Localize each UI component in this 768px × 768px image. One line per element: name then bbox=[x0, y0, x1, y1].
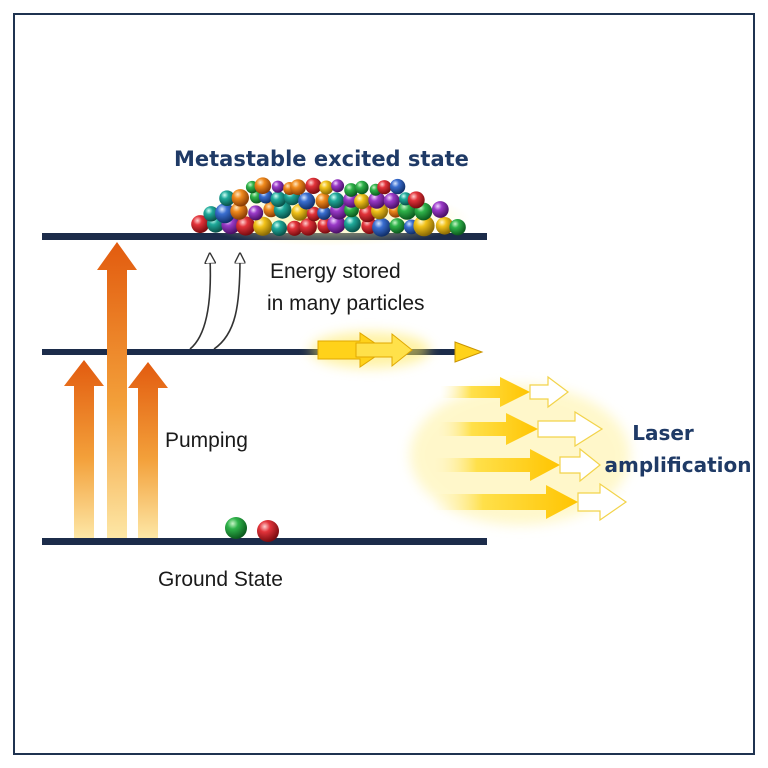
glowing-arrow-icon bbox=[440, 375, 569, 409]
glowing-arrow-icon bbox=[436, 410, 604, 448]
sphere-icon bbox=[306, 206, 322, 222]
sphere-icon bbox=[317, 206, 331, 220]
intermediate-level-line bbox=[42, 349, 472, 355]
sphere-icon bbox=[354, 193, 370, 210]
laser-amplification-label-line2: amplification bbox=[605, 453, 752, 477]
stimulated-emission-arrow bbox=[310, 332, 484, 368]
sphere-icon bbox=[389, 178, 406, 195]
sphere-icon bbox=[413, 215, 435, 237]
glowing-arrow-icon bbox=[432, 482, 628, 522]
sphere-icon bbox=[435, 217, 454, 235]
sphere-icon bbox=[368, 191, 386, 209]
sphere-icon bbox=[270, 191, 287, 207]
sphere-icon bbox=[389, 218, 405, 234]
thin-curved-arrow-icon bbox=[189, 258, 210, 350]
laser-beams bbox=[410, 375, 630, 525]
upward-arrow-icon bbox=[97, 242, 137, 538]
sphere-icon bbox=[328, 192, 345, 209]
laser-amplification-label-line1: Laser bbox=[632, 421, 694, 445]
sphere-icon bbox=[331, 179, 345, 193]
thin-curved-arrow-icon bbox=[213, 258, 240, 350]
sphere-icon bbox=[203, 206, 219, 222]
sphere-icon bbox=[191, 215, 210, 234]
glowing-arrow-icon bbox=[454, 341, 484, 363]
sphere-icon bbox=[254, 177, 272, 194]
sphere-icon bbox=[215, 203, 235, 224]
energy-stored-label-line2: in many particles bbox=[267, 292, 425, 315]
ground-state-label: Ground State bbox=[158, 568, 283, 591]
sphere-icon bbox=[299, 218, 317, 236]
sphere-icon bbox=[248, 205, 264, 221]
sphere-icon bbox=[290, 179, 306, 196]
sphere-icon bbox=[449, 219, 466, 236]
pumping-label: Pumping bbox=[165, 429, 248, 452]
sphere-icon bbox=[327, 215, 346, 234]
sphere-icon bbox=[355, 180, 369, 195]
ground-particle-red bbox=[257, 520, 279, 542]
sphere-icon bbox=[372, 217, 391, 237]
energy-stored-label-line1: Energy stored bbox=[270, 260, 401, 283]
sphere-icon bbox=[377, 180, 392, 195]
sphere-icon bbox=[253, 216, 273, 236]
upward-arrow-icon bbox=[128, 362, 168, 538]
sphere-icon bbox=[383, 192, 400, 209]
sphere-icon bbox=[271, 180, 284, 193]
sphere-icon bbox=[219, 190, 235, 206]
transition-arrows bbox=[189, 258, 240, 350]
excited-particle-cluster bbox=[190, 177, 470, 246]
sphere-icon bbox=[431, 201, 449, 218]
sphere-icon bbox=[319, 180, 334, 195]
sphere-icon bbox=[236, 216, 256, 236]
glowing-arrow-icon bbox=[432, 447, 601, 483]
sphere-icon bbox=[230, 202, 248, 220]
sphere-icon bbox=[271, 220, 288, 236]
ground-level-line bbox=[42, 538, 487, 545]
sphere-icon bbox=[407, 191, 425, 209]
sphere-icon bbox=[315, 193, 332, 209]
sphere-icon bbox=[231, 189, 249, 207]
upward-arrow-icon bbox=[64, 360, 104, 538]
sphere-icon bbox=[286, 220, 303, 236]
ground-particle-green bbox=[225, 517, 247, 539]
sphere-icon bbox=[344, 183, 358, 197]
sphere-icon bbox=[298, 192, 316, 210]
sphere-icon bbox=[343, 215, 361, 233]
metastable-state-label: Metastable excited state bbox=[174, 147, 469, 171]
pump-arrows bbox=[64, 242, 168, 538]
sphere-icon bbox=[305, 177, 322, 194]
